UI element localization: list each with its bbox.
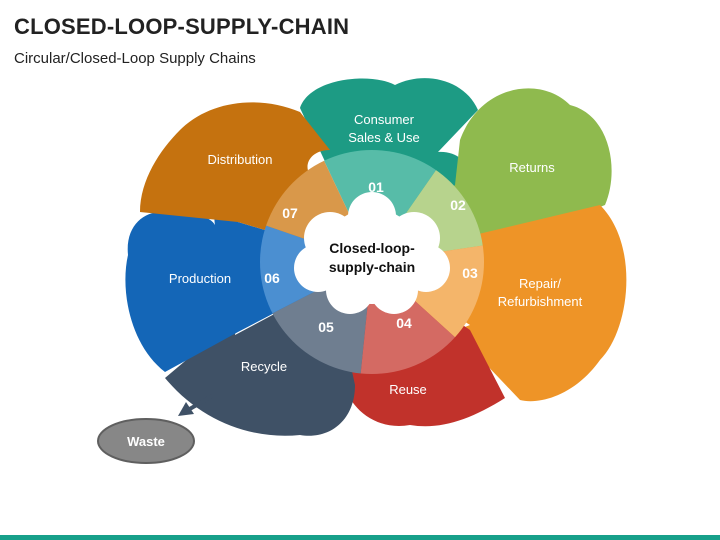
segment-distribution-label: Distribution: [207, 152, 272, 167]
segment-distribution-number: 07: [282, 205, 298, 221]
waste-label: Waste: [127, 434, 165, 449]
segment-reuse-label: Reuse: [389, 382, 427, 397]
segment-repair-label-line2: Refurbishment: [498, 294, 583, 309]
segment-production-label: Production: [169, 271, 231, 286]
segment-consumer-number: 01: [368, 179, 384, 195]
segment-consumer-inner: [300, 150, 450, 262]
center-label-line2: supply-chain: [329, 259, 415, 275]
waste-arrow: [178, 394, 214, 416]
waste-ellipse: [97, 418, 195, 464]
segment-repair-number: 03: [462, 265, 478, 281]
page-title: CLOSED-LOOP-SUPPLY-CHAIN: [14, 14, 350, 39]
page-subtitle: Circular/Closed-Loop Supply Chains: [14, 50, 256, 67]
bottom-accent-bar: [0, 535, 720, 540]
segment-production-number: 06: [264, 270, 280, 286]
segment-reuse-number: 04: [396, 315, 412, 331]
segment-recycle-number: 05: [318, 319, 334, 335]
segment-recycle-label: Recycle: [241, 359, 287, 374]
segment-returns-number: 02: [450, 197, 466, 213]
segment-consumer-label-line2: Sales & Use: [348, 130, 420, 145]
segment-consumer-label-line1: Consumer: [354, 112, 415, 127]
center-label-line1: Closed-loop-: [329, 240, 415, 256]
segment-repair-label-line1: Repair/: [519, 276, 561, 291]
center-cloud: [294, 192, 450, 314]
segment-returns-label: Returns: [509, 160, 555, 175]
